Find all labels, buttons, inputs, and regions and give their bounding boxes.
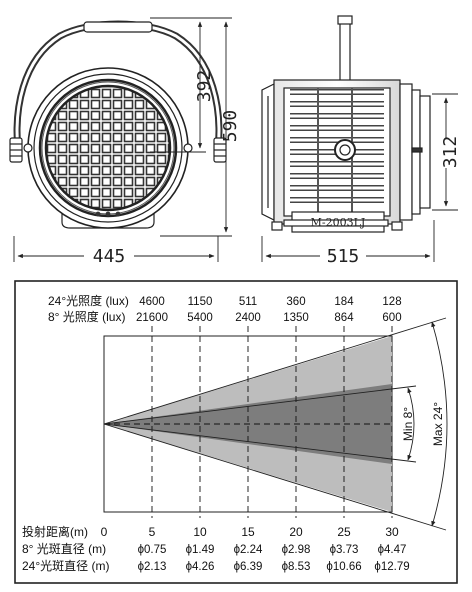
front-width-label: 445 [93,246,126,267]
row-24-label: 24°光照度 (lux) [48,293,129,308]
spot8-cell: ϕ0.75 [138,544,167,556]
distance-tick: 20 [289,525,303,539]
max-angle-label: Max 24° [431,402,445,446]
lux-24-cell: 360 [286,296,305,308]
lux-24-cell: 511 [239,296,257,308]
front-height-label: 392 [194,70,215,103]
spot24-cell: ϕ6.39 [234,561,263,573]
lux-24-cell: 1150 [188,296,213,308]
max-angle-arc [431,321,448,527]
distance-tick: 5 [149,525,156,539]
lux-8-cell: 864 [334,312,354,324]
distance-tick: 25 [337,525,351,539]
distance-tick: 10 [193,525,207,539]
front-lens-grid [44,84,172,212]
spot8-cell: ϕ2.98 [282,544,311,556]
lux-8-cell: 21600 [136,312,168,324]
lux-8-cell: 2400 [235,312,261,324]
lux-8-cell: 5400 [187,312,213,324]
side-length-label: 515 [327,246,360,267]
lux-24-cell: 184 [334,296,354,308]
side-model-plate: M-2003LJ [311,216,366,229]
spot8-cell: ϕ1.49 [186,544,215,556]
spot24-cell: ϕ8.53 [282,561,311,573]
front-view-drawing [9,20,227,229]
side-lens-barrel [399,83,413,221]
front-dimension-lines [13,17,232,262]
spot24-cell: ϕ4.26 [186,561,215,573]
distance-label: 投射距离(m) [22,524,88,539]
spot24-label: 24°光斑直径 (m) [22,559,109,573]
side-view-drawing [261,15,431,233]
spot24-cell: ϕ10.66 [326,561,361,573]
distance-tick: 0 [101,525,108,539]
lux-8-cell: 1350 [283,312,309,324]
spot8-label: 8° 光斑直径 (m) [22,542,106,556]
min-angle-arc [407,387,415,461]
row-8-label: 8° 光照度 (lux) [48,309,125,324]
beam-diagram [103,326,393,518]
spot24-cell: ϕ2.13 [138,561,167,573]
spot8-cell: ϕ4.47 [378,544,407,556]
min-angle-label: Min 8° [401,407,415,441]
distance-tick: 30 [385,525,399,539]
spot8-cell: ϕ2.24 [234,544,263,556]
front-total-height-label: 590 [220,110,241,143]
side-lens-height-label: 312 [440,136,461,169]
distance-tick: 15 [241,525,255,539]
beam-panel-border [14,280,458,584]
lux-24-cell: 128 [382,296,401,308]
spot24-cell: ϕ12.79 [374,561,409,573]
angle-annotations [103,317,448,531]
spot8-cell: ϕ3.73 [330,544,359,556]
lux-24-cell: 4600 [139,296,165,308]
lux-8-cell: 600 [382,312,401,324]
